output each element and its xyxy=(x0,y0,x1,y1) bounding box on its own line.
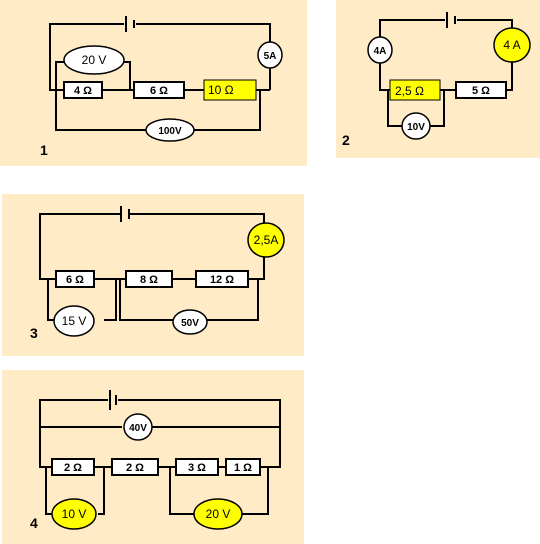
resistor-label: 6 Ω xyxy=(150,85,168,97)
circuit-number: 4 xyxy=(30,515,38,531)
resistor-6-ohm: 6 Ω xyxy=(55,270,95,288)
meter-label: 4 A xyxy=(503,38,520,52)
meter-label: 5A xyxy=(264,51,277,62)
meter-label: 20 V xyxy=(206,507,231,521)
meter-label: 10 V xyxy=(62,507,87,521)
ammeter-2-5a: 2,5A xyxy=(247,222,285,258)
resistor-label: 5 Ω xyxy=(472,85,490,97)
resistor-10-ohm: 10 Ω xyxy=(203,79,257,101)
resistor-6-ohm: 6 Ω xyxy=(133,81,185,99)
resistor-label: 2,5 Ω xyxy=(395,84,424,98)
battery xyxy=(125,16,135,32)
voltmeter-20v: 20 V xyxy=(63,45,125,75)
voltmeter-40v: 40V xyxy=(123,413,153,441)
voltmeter-50v: 50V xyxy=(172,309,208,335)
meter-label: 20 V xyxy=(82,53,107,67)
resistor-5-ohm: 5 Ω xyxy=(455,81,507,99)
meter-label: 40V xyxy=(129,423,147,434)
voltmeter-20v: 20 V xyxy=(193,498,243,530)
battery xyxy=(120,206,130,222)
resistor-2-ohm-a: 2 Ω xyxy=(51,458,95,476)
resistor-12-ohm: 12 Ω xyxy=(195,270,249,288)
circuit-number: 2 xyxy=(342,132,350,148)
circuit-panel-3: 2,5A 6 Ω 8 Ω 12 Ω 15 V 50V 3 xyxy=(2,194,304,356)
circuit-2-diagram: 4A 4 A 2,5 Ω 5 Ω 10V 2 xyxy=(342,12,531,148)
resistor-3-ohm: 3 Ω xyxy=(175,458,219,476)
circuit-number: 3 xyxy=(30,325,38,341)
resistor-2-5-ohm: 2,5 Ω xyxy=(389,79,441,101)
resistor-2-ohm-b: 2 Ω xyxy=(111,458,159,476)
voltmeter-10v: 10 V xyxy=(51,498,97,530)
circuit-panel-1: 4 Ω 6 Ω 10 Ω 20 V 5A 100V 1 xyxy=(0,0,307,166)
meter-label: 50V xyxy=(181,318,199,329)
wires xyxy=(39,399,281,515)
resistor-label: 3 Ω xyxy=(188,462,206,474)
resistor-label: 6 Ω xyxy=(66,274,84,286)
resistor-label: 1 Ω xyxy=(234,462,252,474)
resistor-1-ohm: 1 Ω xyxy=(225,458,261,476)
meter-label: 100V xyxy=(158,126,182,137)
meter-label: 10V xyxy=(407,122,425,133)
meter-label: 15 V xyxy=(62,314,87,328)
battery xyxy=(446,12,456,28)
resistor-4-ohm: 4 Ω xyxy=(63,81,103,99)
wires xyxy=(379,19,513,127)
circuit-3-diagram: 2,5A 6 Ω 8 Ω 12 Ω 15 V 50V 3 xyxy=(30,206,285,341)
circuit-1-diagram: 4 Ω 6 Ω 10 Ω 20 V 5A 100V 1 xyxy=(40,16,283,158)
resistor-label: 4 Ω xyxy=(74,85,92,97)
wires xyxy=(49,23,271,131)
resistor-label: 8 Ω xyxy=(140,274,158,286)
ammeter-5a: 5A xyxy=(257,41,283,69)
ammeter-4a-right: 4 A xyxy=(493,27,531,63)
resistor-label: 12 Ω xyxy=(210,274,234,286)
voltmeter-10v: 10V xyxy=(401,112,431,140)
ammeter-4a-left: 4A xyxy=(367,36,393,64)
voltmeter-15v: 15 V xyxy=(53,305,95,337)
resistor-label: 2 Ω xyxy=(126,462,144,474)
circuit-4-diagram: 40V 2 Ω 2 Ω 3 Ω 1 Ω 10 V 20 V 4 xyxy=(30,390,281,531)
resistor-8-ohm: 8 Ω xyxy=(125,270,173,288)
circuit-number: 1 xyxy=(40,142,48,158)
wires xyxy=(39,213,265,321)
battery xyxy=(109,390,117,410)
resistor-label: 2 Ω xyxy=(64,462,82,474)
meter-label: 4A xyxy=(374,46,387,57)
resistor-label: 10 Ω xyxy=(208,83,234,97)
voltmeter-100v: 100V xyxy=(145,118,195,142)
circuit-panel-4: 40V 2 Ω 2 Ω 3 Ω 1 Ω 10 V 20 V 4 xyxy=(2,370,304,544)
circuit-panel-2: 4A 4 A 2,5 Ω 5 Ω 10V 2 xyxy=(336,0,540,158)
meter-label: 2,5A xyxy=(254,233,279,247)
